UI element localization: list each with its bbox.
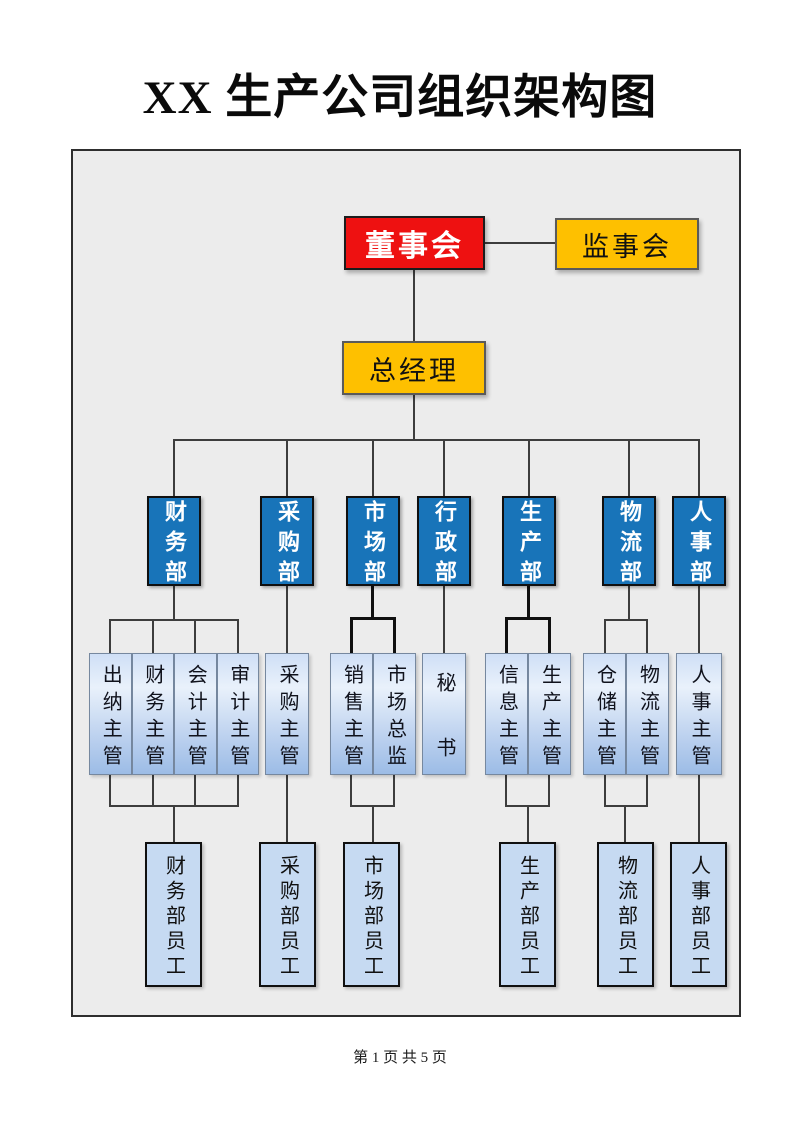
connector-line	[624, 805, 626, 842]
connector-line	[286, 775, 288, 842]
connector-line	[350, 617, 396, 620]
org-box-production-staff: 生产部员工	[499, 842, 556, 987]
administration-supervisors-group: 秘书	[422, 653, 466, 802]
logistics-supervisors-group: 仓储主管 物流主管	[583, 653, 669, 775]
connector-line	[286, 439, 288, 497]
connector-line	[527, 586, 530, 619]
org-box-cashier-supervisor: 出纳主管	[89, 653, 132, 775]
connector-line	[109, 619, 239, 621]
connector-line	[698, 775, 700, 842]
page-title: XX 生产公司组织架构图	[142, 72, 658, 124]
connector-line	[548, 775, 550, 805]
connector-line	[413, 270, 415, 341]
marketing-supervisors-group: 销售主管 市场总监	[330, 653, 416, 775]
org-box-hr-staff: 人事部员工	[670, 842, 727, 987]
org-box-dept-finance: 财务部	[147, 496, 201, 590]
connector-line	[286, 586, 288, 653]
connector-line	[646, 619, 648, 653]
connector-line	[152, 619, 154, 653]
connector-line	[548, 617, 551, 653]
connector-line	[393, 775, 395, 805]
org-box-board: 董事会	[344, 216, 485, 270]
connector-line	[152, 775, 154, 805]
connector-line	[505, 775, 507, 805]
org-box-purchasing-staff: 采购部员工	[259, 842, 316, 987]
connector-line	[604, 775, 606, 805]
org-box-dept-logistics: 物流部	[602, 496, 656, 590]
purchasing-supervisors-group: 采购主管	[265, 653, 309, 775]
org-box-production-supervisor: 生产主管	[528, 653, 571, 775]
connector-line	[173, 586, 175, 619]
org-box-information-supervisor: 信息主管	[485, 653, 528, 775]
connector-line	[109, 775, 111, 805]
connector-line	[604, 619, 606, 653]
production-supervisors-group: 信息主管 生产主管	[485, 653, 571, 775]
connector-line	[237, 619, 239, 653]
connector-line	[109, 619, 111, 653]
connector-line	[528, 439, 530, 497]
org-box-purchasing-supervisor: 采购主管	[265, 653, 309, 775]
org-box-dept-purchasing: 采购部	[260, 496, 314, 590]
page-number: 第 1 页 共 5 页	[353, 1050, 447, 1066]
org-box-dept-production: 生产部	[502, 496, 556, 590]
connector-line	[173, 439, 175, 497]
org-box-hr-supervisor: 人事主管	[676, 653, 722, 775]
connector-line	[173, 805, 175, 842]
org-box-accounting-supervisor: 会计主管	[174, 653, 217, 775]
connector-line	[527, 805, 529, 842]
org-box-dept-marketing: 市场部	[346, 496, 400, 590]
org-box-sales-supervisor: 销售主管	[330, 653, 373, 775]
connector-line	[371, 586, 374, 619]
org-box-marketing-director: 市场总监	[373, 653, 416, 775]
org-box-dept-hr: 人事部	[672, 496, 726, 590]
connector-line	[505, 617, 508, 653]
connector-line	[173, 439, 700, 441]
org-box-audit-supervisor: 审计主管	[216, 653, 259, 775]
board-label: 董事会	[365, 230, 464, 263]
connector-line	[237, 775, 239, 805]
org-box-secretary: 秘书	[422, 653, 466, 802]
connector-line	[646, 775, 648, 805]
connector-line	[350, 775, 352, 805]
org-box-marketing-staff: 市场部员工	[343, 842, 400, 987]
connector-line	[413, 395, 415, 439]
general-manager-label: 总经理	[369, 355, 459, 386]
connector-line	[698, 586, 700, 653]
connector-line	[443, 439, 445, 497]
connector-line	[604, 805, 648, 807]
org-box-logistics-supervisor: 物流主管	[626, 653, 669, 775]
connector-line	[505, 617, 551, 620]
connector-line	[628, 586, 630, 619]
connector-line	[372, 805, 374, 842]
connector-line	[485, 242, 555, 244]
hr-supervisors-group: 人事主管	[676, 653, 722, 775]
org-box-warehouse-supervisor: 仓储主管	[583, 653, 626, 775]
org-box-finance-supervisor: 财务主管	[131, 653, 174, 775]
connector-line	[393, 617, 396, 653]
org-box-dept-administration: 行政部	[417, 496, 471, 590]
org-box-finance-staff: 财务部员工	[145, 842, 202, 987]
connector-line	[194, 619, 196, 653]
connector-line	[698, 439, 700, 497]
connector-line	[443, 586, 445, 653]
org-box-logistics-staff: 物流部员工	[597, 842, 654, 987]
org-chart-panel: 董事会 监事会 总经理 财务部 采购部 市场部 行政部 生产部 物流部 人事部 …	[71, 149, 741, 1017]
org-box-supervisory-board: 监事会	[555, 218, 699, 270]
connector-line	[372, 439, 374, 497]
connector-line	[628, 439, 630, 497]
connector-line	[350, 617, 353, 653]
connector-line	[604, 619, 648, 621]
finance-supervisors-group: 出纳主管 财务主管 会计主管 审计主管	[89, 653, 259, 775]
connector-line	[194, 775, 196, 805]
org-box-general-manager: 总经理	[342, 341, 486, 395]
supervisory-board-label: 监事会	[582, 231, 672, 262]
